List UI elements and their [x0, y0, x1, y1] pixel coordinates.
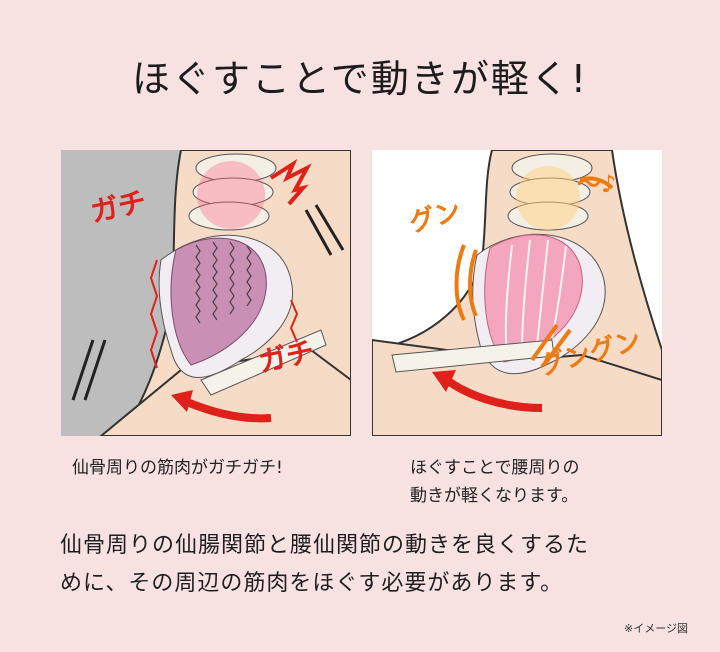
sfx-note: 〜♪: [577, 170, 616, 198]
explanation-line1: 仙骨周りの仙腸関節と腰仙関節の動きを良くするた: [60, 533, 590, 558]
relaxed-illustration: グン 〜♪ グングン: [372, 150, 662, 436]
relaxed-caption: ほぐすことで腰周りの 動きが軽くなります。: [410, 454, 660, 510]
relaxed-hip-drawing: グン 〜♪ グングン: [372, 150, 662, 436]
sfx-gachi-top: ガチ: [88, 185, 150, 229]
page-title: ほぐすことで動きが軽く!: [131, 57, 589, 101]
tense-illustration: ガチ ガチ: [61, 150, 351, 436]
sfx-gun-top: グン: [406, 196, 464, 238]
explanation-line2: めに、その周辺の筋肉をほぐす必要があります。: [60, 571, 564, 596]
tense-hip-drawing: ガチ ガチ: [71, 150, 351, 436]
relaxed-caption-line2: 動きが軽くなります。: [410, 486, 579, 506]
explanation-text: 仙骨周りの仙腸関節と腰仙関節の動きを良くするた めに、その周辺の筋肉をほぐす必要…: [60, 527, 680, 603]
image-note: ※イメージ図: [624, 622, 688, 635]
relaxed-caption-line1: ほぐすことで腰周りの: [410, 458, 580, 478]
tense-caption: 仙骨周りの筋肉がガチガチ!: [72, 458, 283, 478]
